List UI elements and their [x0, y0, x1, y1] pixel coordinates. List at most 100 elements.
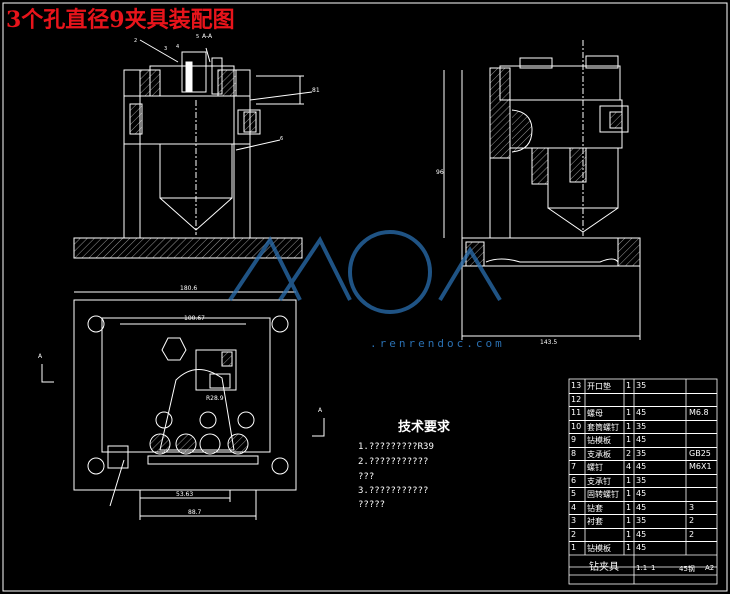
plan-bottom-dim-1: 53.63: [176, 491, 193, 498]
bom-cell-no: 5: [571, 489, 577, 498]
bom-cell-name: 螺母: [587, 409, 603, 418]
svg-text:5: 5: [196, 34, 199, 40]
bom-cell-qty: 1: [626, 421, 632, 431]
plan-view: 180.6 100.67 53.63 88.7 R28.9 A A: [38, 285, 325, 520]
bom-footer-mat: 45钢: [679, 565, 695, 573]
bom-cell-mat: 35: [636, 448, 647, 458]
bom-cell-mat: 45: [636, 408, 647, 417]
bom-cell-qty: 1: [626, 516, 632, 525]
bom-cell-mat: 35: [636, 381, 647, 390]
bom-cell-name: 支承钉: [587, 476, 611, 486]
tech-line: ???: [358, 472, 375, 482]
bom-cell-mat: 35: [636, 421, 647, 431]
side-width-dim: 143.5: [540, 339, 557, 346]
section-arrow-right: A: [318, 407, 323, 414]
bom-cell-no: 11: [571, 408, 582, 417]
bom-cell-no: 13: [571, 381, 582, 390]
front-height-dim: 81: [312, 87, 320, 94]
bom-footer-title: 钻夹具: [589, 562, 619, 573]
svg-text:6: 6: [280, 136, 283, 142]
front-view: A-A 81 2 3 4 5 6: [73, 33, 320, 259]
bom-footer-size: A2: [705, 564, 715, 572]
bom-cell-qty: 1: [626, 408, 632, 417]
section-arrow-left: A: [38, 353, 43, 360]
bom-cell-name: 支承板: [587, 449, 611, 459]
bom-cell-qty: 2: [626, 448, 632, 458]
bom-cell-note: 2: [689, 529, 695, 539]
bom-row-divider: [569, 419, 717, 421]
tech-line: ?????: [358, 500, 386, 510]
bom-row-divider: [569, 446, 717, 448]
svg-text:3: 3: [164, 46, 167, 52]
bom-cell-no: 1: [571, 543, 577, 552]
bom-cell-name: 钻套: [587, 503, 603, 513]
bom-cell-mat: 45: [636, 543, 647, 552]
bom-cell-name: 开口垫: [587, 382, 611, 391]
bom-cell-mat: 35: [636, 475, 647, 485]
watermark-logo: [228, 230, 502, 314]
bom-cell-no: 10: [571, 421, 582, 431]
tech-line: 1.?????????R39: [358, 442, 434, 452]
plan-outer-dim: 180.6: [180, 285, 197, 292]
bom-cell-name: 螺钉: [587, 463, 603, 472]
watermark-text: .renrendoc.com: [370, 337, 505, 350]
bom-cell-note: GB25: [689, 448, 711, 458]
bom-row-divider: [569, 487, 717, 488]
bom-footer-scale: 1:1: [636, 564, 648, 572]
bom-cell-mat: 45: [636, 502, 647, 512]
bom-cell-mat: 45: [636, 529, 647, 539]
bom-cell-qty: 1: [626, 381, 632, 390]
bom-cell-no: 2: [571, 529, 577, 539]
bom-cell-name: 套筒螺钉: [587, 422, 619, 432]
bom-cell-name: 衬套: [587, 517, 603, 526]
bom-cell-qty: 1: [626, 489, 632, 498]
bom-cell-no: 7: [571, 462, 577, 471]
bom-row-divider: [569, 514, 717, 515]
bom-cell-qty: 1: [626, 529, 632, 539]
tech-line: 2.???????????: [358, 457, 429, 467]
bom-cell-note: 3: [689, 502, 695, 512]
bom-row-divider: [569, 433, 717, 434]
bom-row-divider: [569, 541, 717, 542]
bom-cell-qty: 1: [626, 475, 632, 485]
section-label: A-A: [202, 33, 213, 40]
side-height-dim: 96: [436, 169, 444, 176]
bom-cell-no: 8: [571, 448, 577, 458]
svg-text:4: 4: [176, 44, 179, 50]
bom-cell-note: M6X1: [689, 462, 712, 471]
bom-row-divider: [569, 527, 717, 529]
tech-requirements-heading: 技术要求: [398, 420, 451, 435]
bom-cell-no: 9: [571, 435, 577, 444]
bom-footer-count: 1: [651, 564, 656, 572]
bom-cell-no: 4: [571, 502, 577, 512]
bom-cell-qty: 4: [626, 462, 632, 471]
svg-text:2: 2: [134, 38, 137, 44]
bom-cell-qty: 1: [626, 502, 632, 512]
plan-inner-dim: 100.67: [184, 315, 205, 322]
side-view: 96 143.5: [436, 40, 641, 346]
bom-cell-mat: 35: [636, 516, 647, 525]
bom-cell-name: 钻模板: [587, 436, 611, 445]
bom-cell-mat: 45: [636, 489, 647, 498]
plan-radius: R28.9: [206, 395, 224, 402]
bom-cell-mat: 45: [636, 462, 647, 471]
plan-bottom-dim-2: 88.7: [188, 509, 202, 516]
bom-cell-name: 固转螺钉: [587, 490, 619, 499]
bom-cell-no: 3: [571, 516, 577, 525]
bom-grid: [568, 378, 718, 585]
bom-row-divider: [569, 392, 717, 394]
bom-cell-qty: 1: [626, 543, 632, 552]
bom-cell-no: 12: [571, 394, 582, 404]
bom-row-divider: [569, 473, 717, 475]
bom-cell-note: 2: [689, 516, 695, 525]
bom-cell-qty: 1: [626, 435, 632, 444]
bom-row-divider: [569, 460, 717, 461]
bom-cell-note: M6.8: [689, 408, 709, 417]
tech-line: 3.???????????: [358, 486, 429, 496]
bom-cell-name: 钻模板: [587, 544, 611, 553]
bom-cell-mat: 45: [636, 435, 647, 444]
drawing-title: 3个孔直径9夹具装配图: [6, 7, 235, 33]
